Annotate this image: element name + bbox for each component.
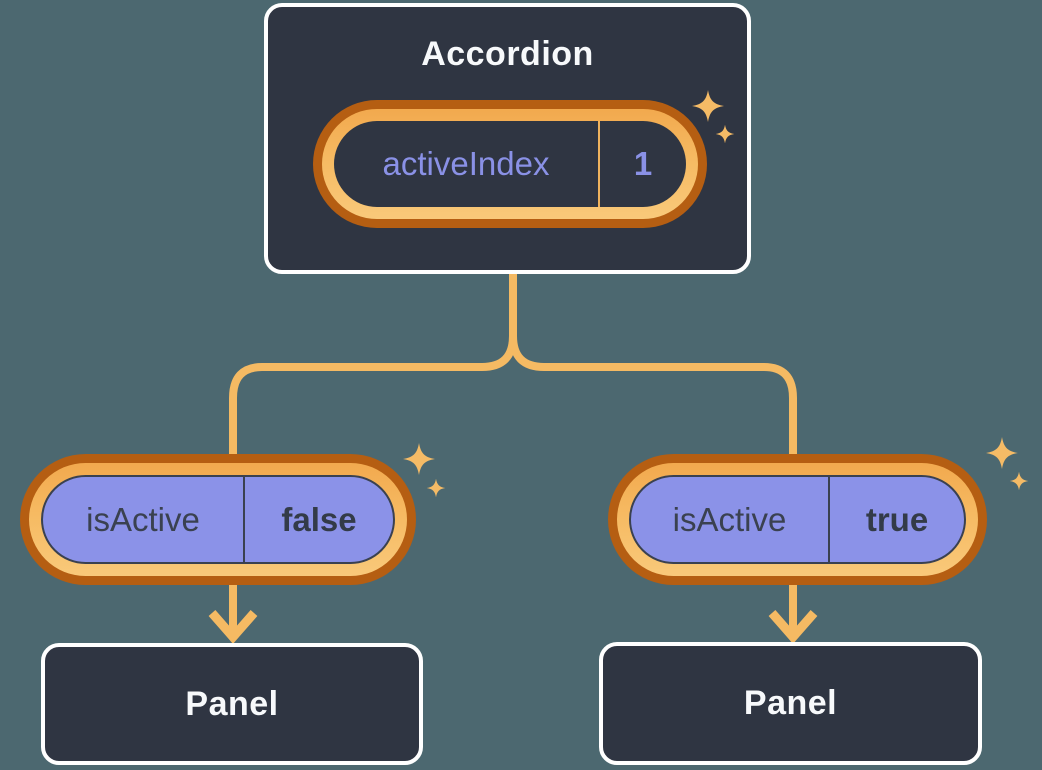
pill-divider <box>598 121 600 207</box>
state-pill-core: activeIndex 1 <box>334 121 686 207</box>
panel-component-box: Panel <box>41 643 423 765</box>
prop-name-label: isActive <box>86 500 200 538</box>
state-pill-active-index: activeIndex 1 <box>313 100 707 228</box>
pill-divider <box>243 477 245 562</box>
arrow-down-icon <box>768 582 818 644</box>
prop-pill-ring: isActive true <box>617 463 978 576</box>
connector-left-branch <box>229 270 517 458</box>
sparkle-icon <box>403 443 446 498</box>
panel-component-box: Panel <box>599 642 982 765</box>
arrow-down-icon <box>208 582 258 644</box>
state-pill-ring: activeIndex 1 <box>322 109 698 219</box>
state-name-label: activeIndex <box>382 145 550 182</box>
connector-right-branch <box>509 335 797 458</box>
sparkle-icon <box>986 437 1029 491</box>
prop-pill-core: isActive true <box>629 475 966 564</box>
prop-pill-is-active-true: isActive true <box>608 454 987 585</box>
prop-pill-ring: isActive false <box>29 463 407 576</box>
panel-title: Panel <box>743 684 838 722</box>
prop-value-label: false <box>281 500 357 538</box>
prop-name-label: isActive <box>672 500 787 538</box>
pill-divider <box>828 477 830 562</box>
state-value-label: 1 <box>633 145 653 182</box>
prop-value-label: true <box>865 500 929 538</box>
panel-title: Panel <box>185 684 279 723</box>
prop-pill-is-active-false: isActive false <box>20 454 416 585</box>
accordion-title: Accordion <box>421 35 594 73</box>
prop-pill-core: isActive false <box>41 475 395 564</box>
